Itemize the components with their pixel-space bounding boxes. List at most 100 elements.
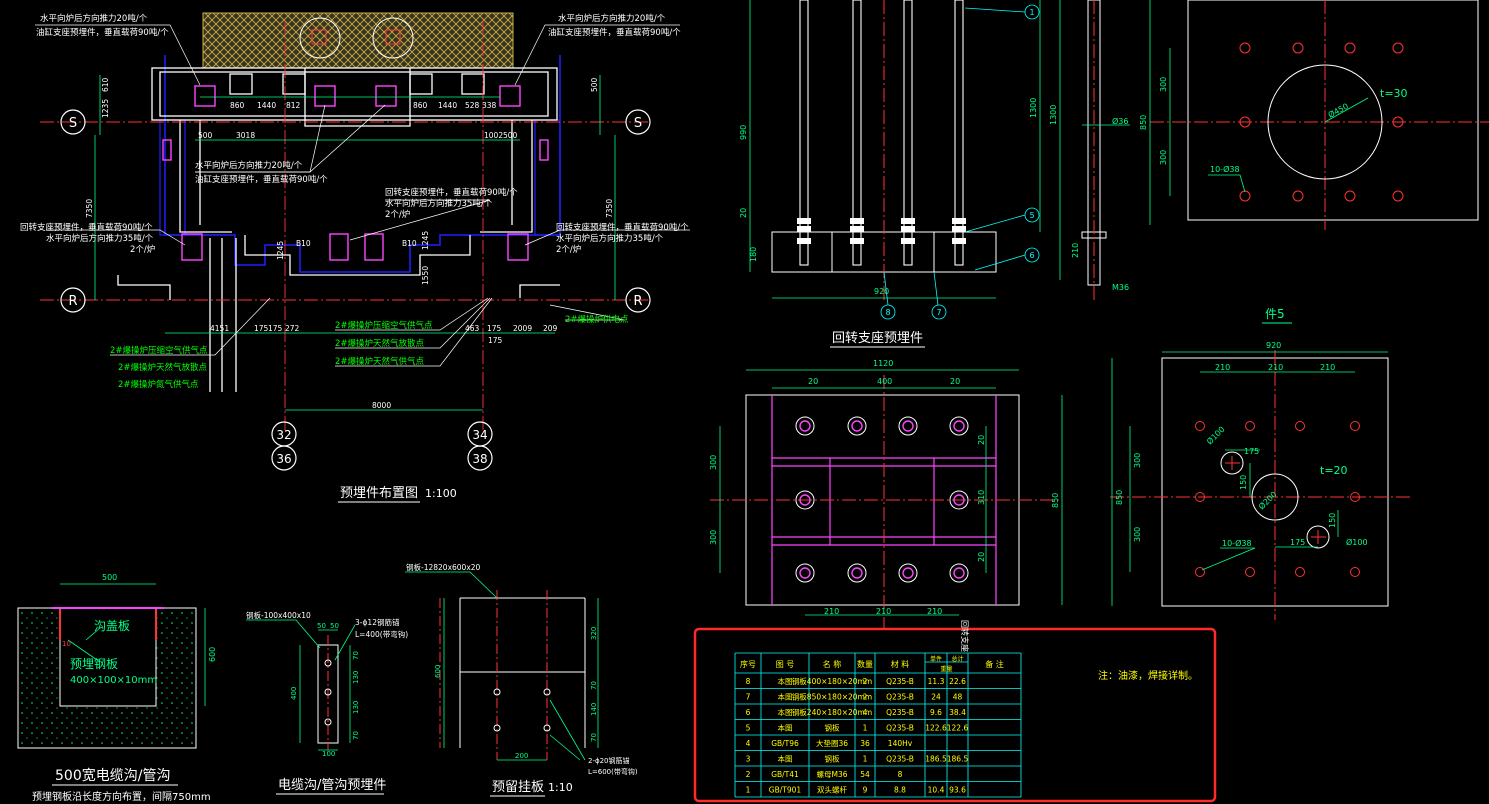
plate-assembly-plan: 1120 20 400 20 210 210 210 300 300 850 2… xyxy=(709,359,1063,630)
reserved-hanger-detail: 钢板-12820x600x20 600 320 70 140 70 200 2-… xyxy=(405,562,638,797)
gas-point-center-2: 2#爆操炉天然气放散点 xyxy=(335,338,425,349)
dim-1245b: 1245 xyxy=(421,231,430,250)
piece5-holes: 10-Ø38 xyxy=(1210,164,1240,174)
plan-title: 预埋件布置图 xyxy=(340,486,418,501)
bom-cell: 双头螺杆 xyxy=(817,785,847,795)
bom-cell: Q235-B xyxy=(886,693,914,702)
trench-note: 预埋钢板沿长度方向布置，间隔750mm xyxy=(32,790,211,803)
embed-dim-50a: 50 xyxy=(317,622,326,630)
axis-label-34: 34 xyxy=(472,428,487,442)
note-top-left-2: 油缸支座预埋件，垂直载荷90吨/个 xyxy=(36,27,169,38)
dim-812: 812 xyxy=(286,101,301,110)
plate-dim-20c: 20 xyxy=(977,435,986,445)
dim-B10a: B10 xyxy=(296,239,311,248)
bom-cell: 7 xyxy=(746,693,751,702)
anchor-elevation: 990 1300 20 180 920 1300 210 Ø36 M36 xyxy=(739,0,1130,348)
bom-cell: 36 xyxy=(860,739,870,748)
dim-860b: 860 xyxy=(413,101,428,110)
embed-dim-130b: 130 xyxy=(352,701,360,714)
piece6-dim-850: 850 xyxy=(1115,490,1124,505)
hanger-bolt-1: 2-ɸ20钢筋锚 xyxy=(588,756,630,765)
axis-label-R-left: R xyxy=(68,294,77,309)
embed-steel: 钢板-100x400x10 xyxy=(246,610,311,620)
plate-dim-20b: 20 xyxy=(950,377,960,386)
hanger-steel: 钢板-12820x600x20 xyxy=(406,562,481,572)
plate-dim-310: 310 xyxy=(977,490,986,505)
dim-1235: 1235 xyxy=(101,99,110,118)
axis-label-38: 38 xyxy=(472,452,487,466)
bom-cell: 大垫圈36 xyxy=(816,738,848,748)
dim-610: 610 xyxy=(101,77,110,92)
trench-width: 500 xyxy=(102,573,117,582)
bom-side-label: 回转支座 xyxy=(960,620,970,652)
bom-cell: Q235-B xyxy=(886,677,914,686)
plate-dim-300a: 300 xyxy=(709,455,718,470)
bom-cell: Q235-B xyxy=(886,708,914,717)
bom-cell: GB/T96 xyxy=(771,739,799,748)
bom-cell: 11.3 xyxy=(928,677,945,686)
bom-cell: 1 xyxy=(863,724,868,733)
piece5-dim-450: Ø450 xyxy=(1326,101,1350,120)
cable-trench-section: 500 沟盖板 预埋钢板 400×100×10mm 10 600 500宽电缆沟… xyxy=(17,573,217,803)
hanger-title: 预留挂板 xyxy=(492,780,544,795)
hanger-dim-70b: 70 xyxy=(590,733,598,742)
embed-dim-400: 400 xyxy=(290,687,298,700)
plate-dim-20a: 20 xyxy=(808,377,818,386)
note-center-2: 油缸支座预埋件，垂直载荷90吨/个 xyxy=(195,174,328,185)
bom-cell: 2 xyxy=(863,693,868,702)
hanger-dim-200: 200 xyxy=(515,752,528,760)
dim-528: 528 xyxy=(465,101,480,110)
hanger-dim-600: 600 xyxy=(434,665,442,678)
note-top-right-2: 油缸支座预埋件，垂直载荷90吨/个 xyxy=(548,27,681,38)
foundation-boundary xyxy=(164,55,561,273)
piece6-dim-300b: 300 xyxy=(1133,527,1142,542)
gas-point-left-1: 2#爆操炉压缩空气供气点 xyxy=(110,345,208,356)
bom-cell: 8 xyxy=(898,770,903,779)
note-mid-2: 水平向炉后方向推力35吨/个 xyxy=(385,198,493,209)
bom-cell: 24 xyxy=(931,693,941,702)
dim-500b: 500 xyxy=(503,131,518,140)
anchor-dim-M36: M36 xyxy=(1112,283,1129,292)
gas-point-center-3: 2#爆操炉天然气供气点 xyxy=(335,356,425,367)
anchor-dim-1300b: 1300 xyxy=(1049,105,1058,125)
trench-dim-600: 600 xyxy=(208,647,217,662)
callout-5: 5 xyxy=(1029,211,1034,220)
anchor-dim-1300a: 1300 xyxy=(1029,98,1038,118)
bom-cell: 2 xyxy=(863,677,868,686)
anchor-dim-180: 180 xyxy=(749,247,758,262)
bom-cell: 93.6 xyxy=(949,786,966,795)
embed-dim-50b: 50 xyxy=(330,622,339,630)
piece5-dim-300b: 300 xyxy=(1159,150,1168,165)
dim-7350b: 7350 xyxy=(605,199,614,218)
piece-5-plan: 300 300 850 Ø450 t=30 10-Ø38 件5 xyxy=(1139,0,1489,324)
top-hatched-slab xyxy=(202,12,514,69)
bom-cell: GB/T901 xyxy=(769,786,802,795)
piece6-dim-100b: Ø100 xyxy=(1346,537,1368,547)
trench-plate-label: 预埋钢板 xyxy=(70,657,118,671)
piece5-dim-850: 850 xyxy=(1139,115,1148,130)
dim-B10b: B10 xyxy=(402,239,417,248)
piece6-dim-100a: Ø100 xyxy=(1204,424,1226,446)
hanger-dim-320: 320 xyxy=(590,627,598,640)
anchor-dim-990: 990 xyxy=(739,125,748,140)
note-left-1: 回转支座预埋件，垂直载荷90吨/个 xyxy=(20,222,153,233)
bom-cell: 22.6 xyxy=(949,677,966,686)
bom-cell: 钢板400×180×20mm xyxy=(792,676,872,686)
trench-embed-detail: 钢板-100x400x10 3-ɸ12钢筋锚 L=400(带弯钩) 50 50 … xyxy=(246,610,408,795)
bom-cell: 4 xyxy=(863,708,868,717)
plate-dim-210b: 210 xyxy=(876,607,891,616)
axis-label-R-right: R xyxy=(633,294,642,309)
plate-dim-300b: 300 xyxy=(709,530,718,545)
plan-scale: 1:100 xyxy=(425,487,457,500)
dim-7350a: 7350 xyxy=(85,199,94,218)
note-right-3: 2个/炉 xyxy=(556,244,581,255)
bom-cell: 140Hv xyxy=(888,739,913,748)
axis-label-S-right: S xyxy=(634,116,642,131)
anchor-dim-20: 20 xyxy=(739,208,748,218)
dim-500a: 500 xyxy=(198,131,213,140)
dim-175c: 175 xyxy=(487,324,502,333)
piece6-dim-210b: 210 xyxy=(1268,363,1283,372)
bom-cell: Q235-B xyxy=(886,755,914,764)
trench-plate-size: 400×100×10mm xyxy=(70,675,157,686)
